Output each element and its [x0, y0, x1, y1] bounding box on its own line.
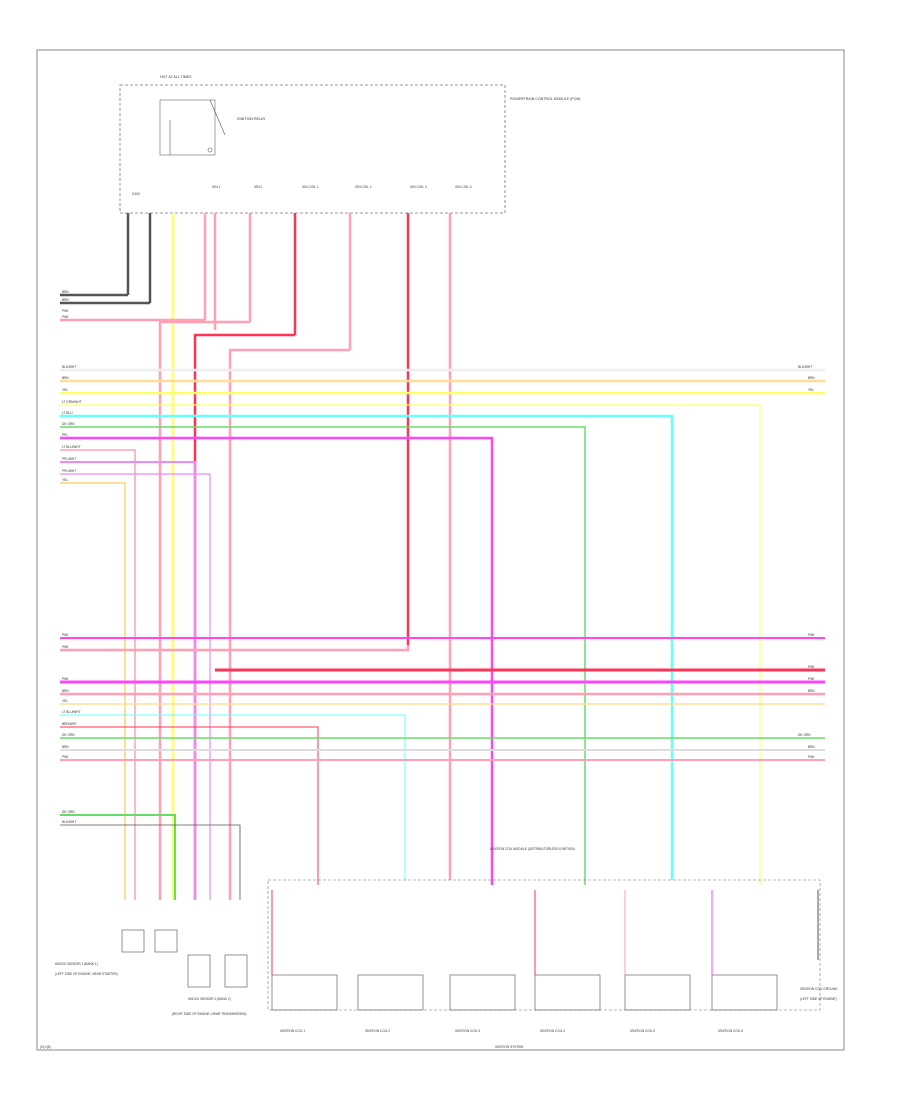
- wire-label: PPL: [62, 433, 68, 437]
- ignition-coil: [711, 974, 778, 1011]
- coil-label: IGNITION COIL 4: [540, 1029, 565, 1033]
- wire-label: BLK/WHT: [798, 365, 812, 369]
- wire-label: DK GRN: [62, 733, 75, 737]
- wire-label: BRN: [62, 689, 69, 693]
- pcm-module-box: [119, 84, 506, 214]
- wire-label: PNK: [808, 633, 815, 637]
- wire-label: BRN: [808, 376, 815, 380]
- pcm-pin-label: IGN COIL 4: [455, 185, 472, 189]
- pcm-pin-label: IGN 1: [212, 185, 221, 189]
- wire-label: DK GRN: [798, 733, 811, 737]
- wire-label: YEL: [62, 478, 68, 482]
- pcm-ground-label: G100: [132, 192, 140, 196]
- ignition-coil: [357, 974, 424, 1011]
- wire-label: PNK: [62, 677, 69, 681]
- relay-label: IGNITION RELAY: [237, 117, 266, 121]
- right-wire-labels: BLK/WHT BRN YEL PNK PNK PNK BRN DK GRN B…: [798, 365, 815, 759]
- wire-label: YEL: [62, 699, 68, 703]
- pcm-pin-label: IGN COIL 1: [302, 185, 319, 189]
- pcm-title: POWERTRAIN CONTROL MODULE (PCM): [510, 97, 580, 101]
- wire-label: DK GRN: [62, 810, 75, 814]
- pcm-pin-label: IGN COIL 2: [355, 185, 372, 189]
- connector: [187, 954, 211, 988]
- pcm-pin-label: IGN 2: [254, 185, 263, 189]
- top-left-bus: [60, 293, 350, 900]
- coil-module: IGNITION COIL MODULE (DISTRIBUTORLESS IG…: [267, 847, 838, 1033]
- wire-label: LT BLU/WHT: [62, 445, 81, 449]
- wire-label: PNK: [62, 645, 69, 649]
- wire-label: BLK/WHT: [62, 820, 76, 824]
- ignition-relay: [159, 99, 216, 156]
- pcm-top-label: HOT AT ALL TIMES: [160, 75, 192, 79]
- connector: [154, 929, 178, 953]
- wire-label: PPL/WHT: [62, 457, 76, 461]
- coil-label: IGNITION COIL 6: [718, 1029, 743, 1033]
- wire-label: BRN: [62, 376, 69, 380]
- wire-label: LT BLU/WHT: [62, 710, 81, 714]
- wire-label: BRN: [62, 290, 69, 294]
- wire-label: BLK/WHT: [62, 365, 76, 369]
- sensor-connectors: KNOCK SENSOR 1 (BANK 1) (LEFT SIDE OF EN…: [55, 929, 248, 1016]
- wire-label: YEL: [808, 388, 814, 392]
- wire-label: YEL: [62, 388, 68, 392]
- ignition-coil: [271, 974, 338, 1011]
- ignition-coil: [624, 974, 691, 1011]
- left-sensor-label: KNOCK SENSOR 1 (BANK 1): [55, 962, 98, 966]
- left-wire-labels: BRN BRN PNK PNK BLK/WHT BRN YEL LT GRN/W…: [62, 290, 82, 824]
- wire-label: BRN: [62, 298, 69, 302]
- wire-label: BRN: [62, 745, 69, 749]
- wire-label: PNK: [62, 755, 69, 759]
- ignition-coil: [534, 974, 601, 1011]
- coil-label: IGNITION COIL 5: [630, 1029, 655, 1033]
- coil-label: IGNITION COIL 1: [280, 1029, 305, 1033]
- coil-label: IGNITION COIL 2: [365, 1029, 390, 1033]
- wire-label: DK GRN: [62, 422, 75, 426]
- connector: [121, 929, 145, 953]
- pcm-output-wires: [126, 213, 452, 900]
- wire-label: LT GRN/WHT: [62, 400, 82, 404]
- wire-label: PNK: [808, 665, 815, 669]
- wire-label: PNK: [62, 633, 69, 637]
- wire-label: PNK: [808, 755, 815, 759]
- coil-ground-label: IGNITION COIL GROUND: [800, 987, 838, 991]
- diagram-frame: [36, 49, 845, 1051]
- wire-label: PNK: [62, 309, 69, 313]
- coil-module-box: [267, 879, 821, 1011]
- pcm-pin-label: IGN COIL 3: [410, 185, 427, 189]
- wire-label: BRN/WHT: [62, 722, 77, 726]
- wire-label: LT BLU: [62, 411, 73, 415]
- frame-label: (0)-1(6): [40, 1045, 51, 1049]
- ignition-coil: [449, 974, 516, 1011]
- left-sensor-sub: (LEFT SIDE OF ENGINE, NEAR STARTER): [55, 972, 118, 976]
- coil-label: IGNITION COIL 3: [455, 1029, 480, 1033]
- connector: [224, 954, 248, 988]
- pcm-module: HOT AT ALL TIMES POWERTRAIN CONTROL MODU…: [119, 75, 580, 214]
- center-sensor-label: KNOCK SENSOR 2 (BANK 2): [188, 997, 231, 1001]
- footer-title: IGNITION SYSTEM: [495, 1045, 524, 1049]
- wire-label: PPL/WHT: [62, 469, 76, 473]
- wire-label: PNK: [62, 315, 69, 319]
- wire-label: PNK: [808, 677, 815, 681]
- coil-module-label: IGNITION COIL MODULE (DISTRIBUTORLESS IG…: [490, 847, 575, 851]
- center-sensor-sub: (RIGHT SIDE OF ENGINE, NEAR TRANSMISSION…: [172, 1012, 246, 1016]
- wire-label: BRN: [808, 745, 815, 749]
- horizontal-bus: [60, 368, 825, 900]
- wire-label: BRN: [808, 689, 815, 693]
- coil-ground-sub: (LEFT SIDE OF ENGINE): [800, 997, 837, 1001]
